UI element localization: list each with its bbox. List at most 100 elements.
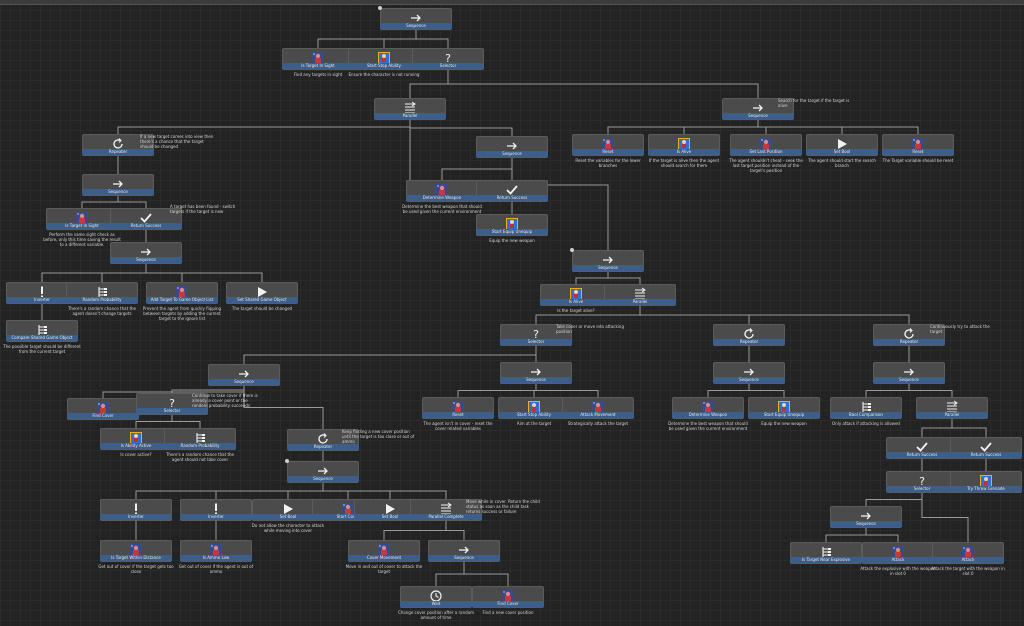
entry-marker-icon	[570, 248, 574, 252]
task-node-attack2[interactable]: Attack	[932, 542, 1004, 564]
task-node-root[interactable]: Sequence	[380, 8, 452, 30]
task-node-seq5[interactable]: Sequence	[572, 250, 644, 272]
task-node-setbool1[interactable]: Set Bool	[806, 134, 878, 156]
task-node-trythrow[interactable]: Try Throw Grenade	[950, 471, 1022, 493]
character-icon	[376, 542, 392, 558]
task-node-targetwithin[interactable]: Is Target Within Distance	[100, 540, 172, 562]
task-node-seqR[interactable]: Sequence	[722, 98, 794, 120]
task-node-reset3[interactable]: Reset	[422, 397, 494, 419]
task-node-setbool3[interactable]: Set Bool	[354, 499, 426, 521]
task-node-seq8[interactable]: Sequence	[713, 362, 785, 384]
repeat-icon	[901, 326, 917, 342]
connection-wire	[535, 384, 599, 397]
node-label: Sequence	[287, 476, 359, 482]
task-node-selector2[interactable]: ? Selector	[136, 393, 208, 415]
task-node-wait[interactable]: Wait	[400, 586, 472, 608]
task-node-startstop[interactable]: Start Stop Ability	[348, 48, 420, 70]
connection-wire	[447, 70, 759, 98]
task-node-sight[interactable]: Is Target In Sight	[282, 48, 354, 70]
task-node-isalive[interactable]: Is Alive	[648, 134, 720, 156]
task-node-retsucc2[interactable]: Return Success	[476, 180, 548, 202]
node-comment: Perform the same sight check as before, …	[43, 232, 121, 247]
task-node-setlast[interactable]: Set Last Position	[730, 134, 802, 156]
task-node-reset1[interactable]: Reset	[572, 134, 644, 156]
task-node-determine1[interactable]: Determine Weapon	[406, 180, 478, 202]
character-icon	[758, 136, 774, 152]
sequence-icon	[504, 138, 520, 154]
node-label: Start Stop Ability	[348, 63, 420, 69]
task-node-seq2[interactable]: Sequence	[82, 174, 154, 196]
play-icon	[382, 501, 398, 517]
task-node-selector1[interactable]: ? Selector	[500, 324, 572, 346]
task-node-seq3[interactable]: Sequence	[110, 242, 182, 264]
task-node-boolcomp[interactable]: Bool Comparison	[830, 397, 902, 419]
task-node-seq4[interactable]: Sequence	[476, 136, 548, 158]
task-node-retsucc1[interactable]: Return Success	[110, 208, 182, 230]
character-icon	[600, 136, 616, 152]
task-node-compare[interactable]: Compare Shared Game Object	[6, 320, 78, 342]
node-label: Start Equip Unequip	[476, 229, 548, 235]
node-label: Start Equip Unequip	[748, 412, 820, 418]
svg-text:?: ?	[445, 52, 451, 65]
node-label: Determine Weapon	[406, 195, 478, 201]
task-node-attackmove[interactable]: Attack Movement	[562, 397, 634, 419]
check-icon	[138, 210, 154, 226]
sequence-icon	[901, 364, 917, 380]
connection-wire	[707, 384, 750, 397]
task-node-sight2[interactable]: Is Target In Sight	[46, 208, 118, 230]
entry-marker-icon	[378, 6, 382, 10]
task-node-randprob1[interactable]: Random Probability	[66, 282, 138, 304]
task-node-isammo[interactable]: Is Ammo Low	[180, 540, 252, 562]
task-node-repeater2[interactable]: Repeater	[713, 324, 785, 346]
node-label: Reset	[422, 412, 494, 418]
task-node-retsucc3[interactable]: Return Success	[886, 437, 958, 459]
task-node-isalive2[interactable]: Is Alive	[540, 284, 612, 306]
task-node-repeater1[interactable]: Repeater	[82, 134, 154, 156]
task-node-covermove[interactable]: Cover Movement	[348, 540, 420, 562]
task-node-selector0[interactable]: ? Selector	[412, 48, 484, 70]
task-node-repeater4[interactable]: Repeater	[287, 429, 359, 451]
task-node-isabil[interactable]: Is Ability Active	[100, 428, 172, 450]
task-node-startequip1[interactable]: Start Equip Unequip	[476, 214, 548, 236]
task-node-findcover2[interactable]: Find Cover	[472, 586, 544, 608]
task-node-setbool2[interactable]: Set Bool	[252, 499, 324, 521]
task-node-determine2[interactable]: Determine Weapon	[672, 397, 744, 419]
node-label: Set Last Position	[730, 149, 802, 155]
parallel-icon	[402, 100, 418, 116]
node-label: Is Alive	[648, 149, 720, 155]
task-node-inverter3[interactable]: Inverter	[180, 499, 252, 521]
task-node-startstop2[interactable]: Start Stop Ability	[498, 397, 570, 419]
task-node-parcomplete[interactable]: Parallel Complete	[410, 499, 482, 521]
task-node-seq11[interactable]: Sequence	[428, 540, 500, 562]
task-node-parallel2[interactable]: Parallel	[604, 284, 676, 306]
selector-icon: ?	[914, 473, 930, 489]
task-node-addtarget[interactable]: Add Target To Game Object List	[146, 282, 218, 304]
task-node-retsucc4[interactable]: Return Success	[950, 437, 1022, 459]
exclaim-icon	[208, 501, 224, 517]
node-label: Sequence	[830, 521, 902, 527]
task-node-reset2[interactable]: Reset	[882, 134, 954, 156]
task-node-findcover[interactable]: Find Cover	[67, 398, 139, 420]
node-label: Return Success	[110, 223, 182, 229]
task-node-selector3[interactable]: ? Selector	[886, 471, 958, 493]
task-node-parallel1[interactable]: Parallel	[374, 98, 446, 120]
task-node-seq6[interactable]: Sequence	[208, 364, 280, 386]
node-comment: Do not allow the character to attack whi…	[251, 523, 325, 533]
task-node-seq10[interactable]: Sequence	[287, 461, 359, 483]
task-node-seq7[interactable]: Sequence	[500, 362, 572, 384]
task-node-repeater3[interactable]: Repeater	[873, 324, 945, 346]
task-node-inverter2[interactable]: Inverter	[100, 499, 172, 521]
task-node-attack1[interactable]: Attack	[862, 542, 934, 564]
task-node-randprob2[interactable]: Random Probability	[164, 428, 236, 450]
sequence-icon	[138, 244, 154, 260]
node-label: Set Bool	[354, 514, 426, 520]
task-node-setshared[interactable]: Set Shared Game Object	[226, 282, 298, 304]
task-node-nearexplosive[interactable]: Is Target Near Explosive	[790, 542, 862, 564]
node-label: Selector	[886, 486, 958, 492]
task-node-parallel3[interactable]: Parallel	[916, 397, 988, 419]
task-node-seq12[interactable]: Sequence	[830, 506, 902, 528]
node-comment: Determine the best weapon that should be…	[668, 421, 748, 431]
task-node-startequip2[interactable]: Start Equip Unequip	[748, 397, 820, 419]
task-node-seq9[interactable]: Sequence	[873, 362, 945, 384]
